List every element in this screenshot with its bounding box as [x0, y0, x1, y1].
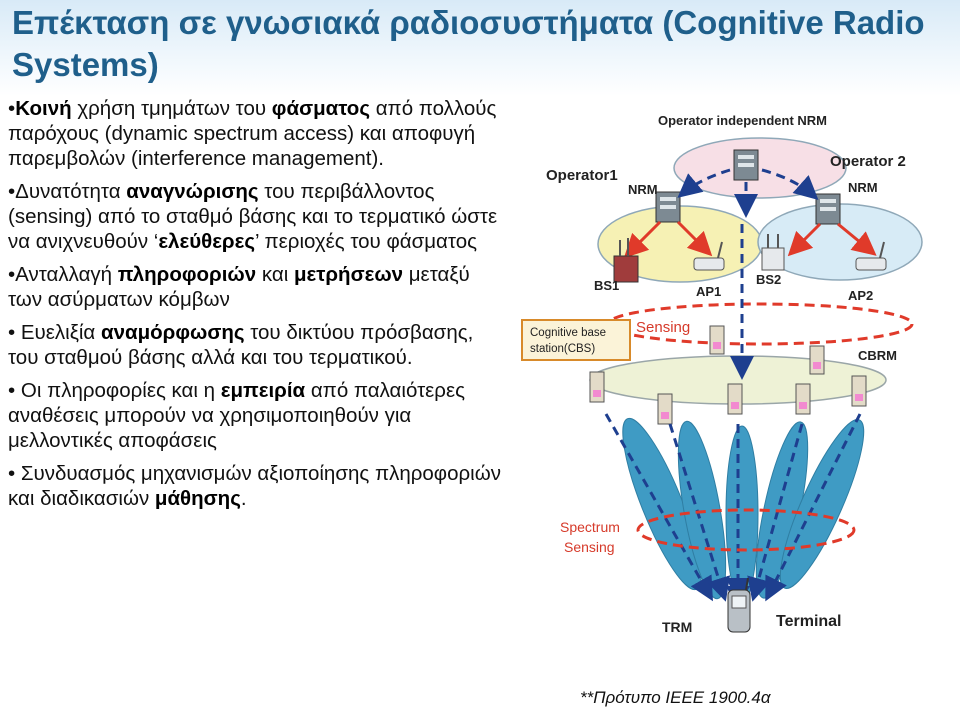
bullet-item: •Κοινή χρήση τμημάτων του φάσματος από π… [8, 97, 497, 170]
ap1-label: AP1 [696, 284, 721, 299]
server-icon [733, 149, 759, 181]
bs2-label: BS2 [756, 272, 781, 287]
base-station-icon [613, 238, 639, 283]
server-icon [655, 191, 681, 223]
cbs-label: Cognitive base [530, 327, 606, 339]
radio-icon [809, 345, 825, 375]
operator-independent-label: Operator independent NRM [658, 113, 827, 128]
radio-icon [589, 371, 605, 403]
title-band [0, 0, 960, 96]
bullet-item: •Ανταλλαγή πληροφοριών και μετρήσεων μετ… [8, 263, 470, 311]
beam [725, 425, 759, 603]
bullet-list: •Κοινή χρήση τμημάτων του φάσματος από π… [8, 96, 508, 519]
spectrum-sensing-label: Spectrum [560, 519, 620, 535]
cbs-label: station(CBS) [530, 343, 595, 355]
radio-icon [795, 383, 811, 415]
radio-icon [657, 393, 673, 425]
cbs-box [521, 319, 631, 361]
bullet-item: • Συνδυασμός μηχανισμών αξιοποίησης πληρ… [8, 462, 501, 510]
server-icon [815, 193, 841, 225]
cognitive-radio-diagram: Operator independent NRM Operator1 Opera… [521, 113, 923, 635]
bullet-item: • Οι πληροφορίες και η εμπειρία από παλα… [8, 379, 465, 452]
access-point-icon [693, 241, 725, 271]
access-point-icon [855, 241, 887, 271]
operator2-label: Operator 2 [830, 153, 906, 170]
bs1-label: BS1 [594, 278, 619, 293]
bullet-item: •Δυνατότητα αναγνώρισης του περιβάλλοντο… [8, 180, 498, 253]
operator1-label: Operator1 [546, 167, 618, 184]
slide-title: Επέκταση σε γνωσιακά ραδιοσυστήματα (Cog… [12, 4, 925, 83]
trm-label: TRM [662, 619, 692, 635]
spectrum-sensing-ring [636, 508, 856, 552]
radio-icon [851, 375, 867, 407]
ap2-label: AP2 [848, 288, 873, 303]
nrm-label: NRM [848, 180, 878, 195]
independent-nrm-area [673, 137, 847, 199]
base-station-icon [761, 234, 785, 271]
footnote: **Πρότυπο IEEE 1900.4α [580, 688, 771, 707]
radio-icon [709, 325, 725, 355]
cbrm-label: CBRM [858, 348, 897, 363]
radio-icon [727, 383, 743, 415]
nrm-label: NRM [628, 182, 658, 197]
terminal-label: Terminal [776, 613, 842, 630]
phone-icon [727, 577, 751, 633]
sensing-label: Sensing [636, 319, 690, 336]
bullet-item: • Ευελιξία αναμόρφωσης του δικτύου πρόσβ… [8, 321, 474, 369]
spectrum-sensing-label: Sensing [564, 539, 615, 555]
